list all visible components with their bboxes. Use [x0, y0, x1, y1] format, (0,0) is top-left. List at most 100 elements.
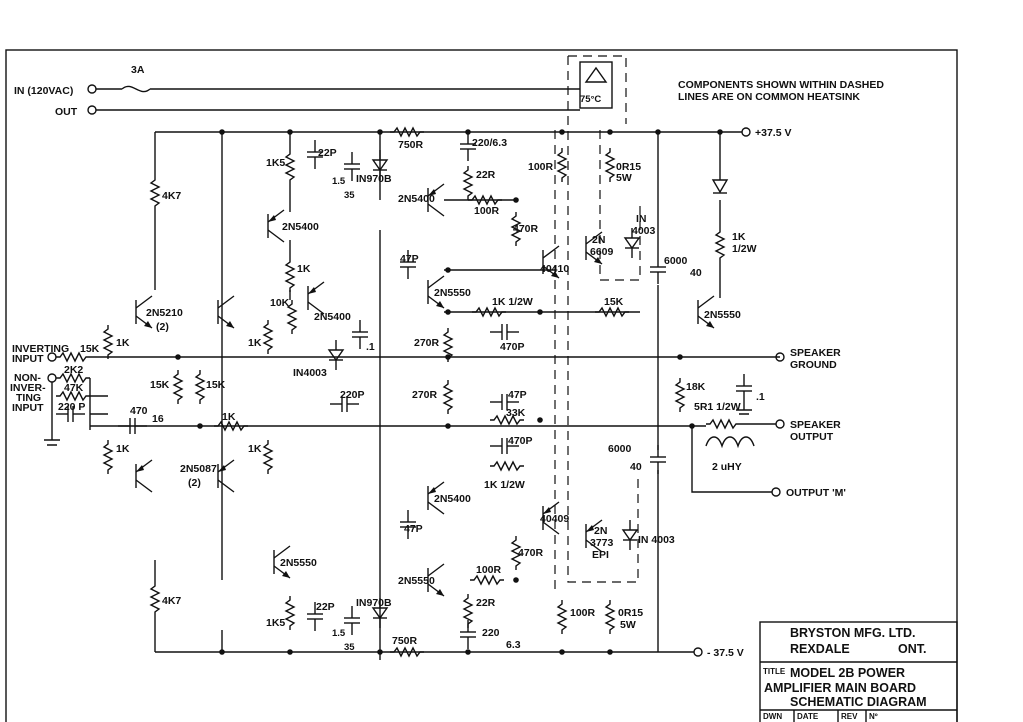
label-in4003-bottom: IN 4003 — [638, 534, 675, 546]
label-4k7-bottom: 4K7 — [162, 595, 181, 607]
terminal-ac-in — [87, 84, 97, 94]
resistor-1k-e — [263, 439, 273, 475]
label-output-m: OUTPUT 'M' — [786, 487, 846, 499]
title-tag: TITLE — [763, 667, 786, 676]
label-1k-half-watt-b: 1K 1/2W — [484, 479, 525, 491]
terminal-rail-positive — [741, 127, 751, 137]
label-2uhy: 2 uHY — [712, 461, 742, 473]
resistor-5r1 — [705, 419, 741, 429]
label-100r-bottom: 100R — [570, 607, 596, 619]
resistor-100r-c — [469, 575, 505, 585]
label-2n6609-a: 2N — [592, 234, 605, 246]
resistor-1k-b — [263, 319, 273, 355]
label-40409: 40409 — [540, 513, 569, 525]
company-city: REXDALE — [790, 642, 850, 656]
label-1k-mid: 1K — [222, 411, 236, 423]
label-0p1-a: .1 — [366, 341, 375, 353]
label-47p-b: 47P — [508, 389, 527, 401]
label-470r-bottom: 470R — [518, 547, 544, 559]
label-15k: 15K — [604, 296, 624, 308]
inductor-2uhy — [705, 436, 755, 449]
title-block — [759, 621, 958, 722]
resistor-1k-a — [103, 324, 113, 360]
note-line-1: COMPONENTS SHOWN WITHIN DASHED — [678, 79, 884, 91]
label-18k: 18K — [686, 381, 706, 393]
label-0r15-bottom-b: 5W — [620, 619, 636, 631]
field-no: Nº — [869, 712, 878, 721]
wire-output-m — [691, 426, 772, 493]
label-4k7-top: 4K7 — [162, 190, 181, 202]
label-1p5-top-b: 35 — [344, 190, 355, 201]
label-470p-a: 470P — [500, 341, 525, 353]
label-2n3773-c: EPI — [592, 549, 609, 561]
capacitor-6000-bottom — [649, 444, 667, 475]
field-date: DATE — [797, 712, 819, 721]
label-470p-b: 470P — [508, 435, 533, 447]
terminal-speaker-ground[interactable] — [775, 352, 785, 362]
fuse-line — [96, 85, 580, 93]
label-2n5210-b: (2) — [156, 321, 169, 333]
heatsink-outline-upper — [599, 130, 641, 281]
label-100r-a: 100R — [474, 205, 500, 217]
label-2n5550-right: 2N5550 — [704, 309, 741, 321]
label-2n3773-a: 2N — [594, 525, 607, 537]
resistor-0r15-top — [605, 147, 615, 183]
label-750r-top: 750R — [398, 139, 424, 151]
note-line-2: LINES ARE ON COMMON HEATSINK — [678, 91, 860, 103]
label-100r-top: 100R — [528, 161, 554, 173]
terminal-noninverting-input[interactable] — [47, 373, 57, 383]
label-0r15-top-b: 5W — [616, 172, 632, 184]
label-15k-a: 15K — [150, 379, 170, 391]
label-2n5087-a: 2N5087 — [180, 463, 217, 475]
resistor-1k5-bottom — [285, 595, 295, 631]
label-1k-half-watt: 1K 1/2W — [492, 296, 533, 308]
resistor-100r-top — [557, 147, 567, 183]
label-220p-mid: 220P — [340, 389, 365, 401]
resistor-270r-b — [443, 379, 453, 415]
field-rev: REV — [841, 712, 858, 721]
label-1p5-bottom-b: 35 — [344, 642, 355, 653]
ground-output — [736, 403, 752, 415]
label-noninv-2: INVER- — [10, 382, 46, 394]
wire-input-junction — [89, 378, 108, 430]
label-in4003-mid: IN4003 — [293, 367, 327, 379]
label-1k-d: 1K — [116, 443, 130, 455]
label-47k: 47K — [64, 382, 84, 394]
label-1k-a: 1K — [116, 337, 130, 349]
label-zener-top: IN970B — [356, 173, 392, 185]
label-2k2: 2K2 — [64, 364, 83, 376]
label-22r-bottom: 22R — [476, 597, 496, 609]
resistor-22r-top — [463, 165, 473, 201]
label-270r-a: 270R — [414, 337, 440, 349]
label-6000-top-b: 40 — [690, 267, 702, 279]
label-thermal: 75°C — [580, 94, 601, 105]
junction-dots — [175, 129, 723, 655]
label-2n6609-b: 6609 — [590, 246, 614, 258]
capacitor-0p1-b — [735, 373, 753, 404]
resistor-18k — [675, 377, 685, 413]
thermal-switch — [579, 61, 613, 109]
label-noninv-3: TING — [16, 392, 41, 404]
resistor-15k-a — [173, 369, 183, 405]
label-1k5-top: 1K5 — [266, 157, 285, 169]
terminal-rail-negative — [693, 647, 703, 657]
label-22r-top: 22R — [476, 169, 496, 181]
label-1k-led-b: 1/2W — [732, 243, 757, 255]
company-name: BRYSTON MFG. LTD. — [790, 626, 915, 640]
label-1k-e: 1K — [248, 443, 262, 455]
label-5r1: 5R1 1/2W — [694, 401, 741, 413]
transistor-2n5087-left — [135, 459, 153, 493]
label-15k-input: 15K — [80, 343, 100, 355]
label-2n5400-a: 2N5400 — [282, 221, 319, 233]
capacitor-220-bottom — [459, 619, 477, 650]
label-in4003-top-a: IN — [636, 213, 647, 225]
label-1k-c: 1K — [297, 263, 311, 275]
terminal-output-m[interactable] — [771, 487, 781, 497]
terminal-speaker-output[interactable] — [775, 419, 785, 429]
label-1k-b: 1K — [248, 337, 262, 349]
label-0p1-b: .1 — [756, 391, 765, 403]
label-0r15-bottom-a: 0R15 — [618, 607, 643, 619]
label-10k: 10K — [270, 297, 290, 309]
thermal-icon — [584, 66, 608, 83]
